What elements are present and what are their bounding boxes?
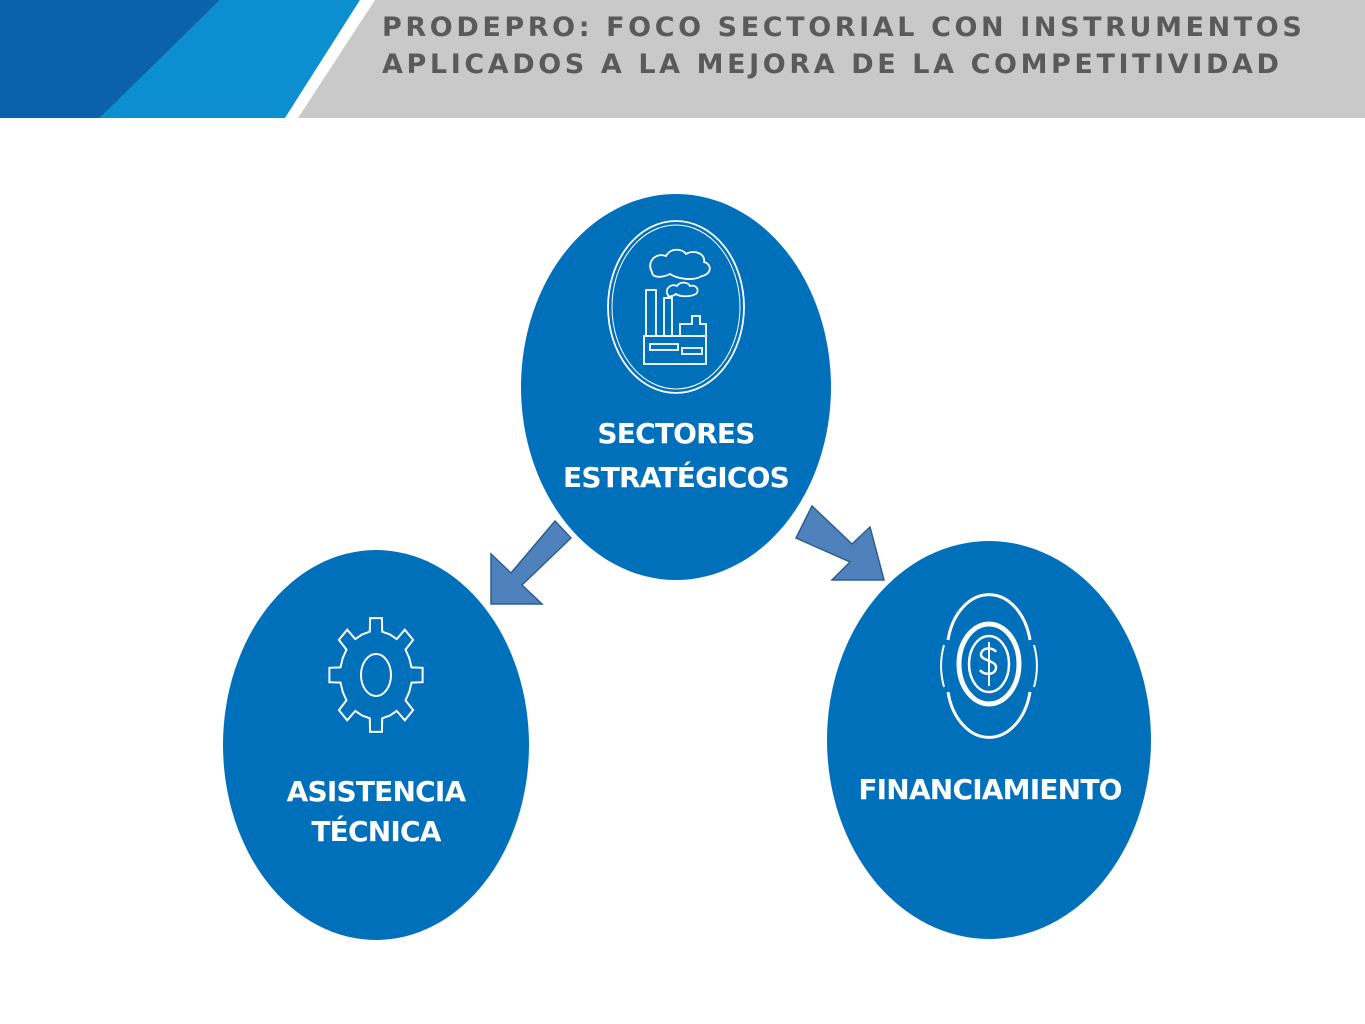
page-title: PRODEPRO: FOCO SECTORIAL CON INSTRUMENTO… — [382, 14, 1352, 88]
factory-icon — [607, 220, 745, 394]
node-sectores-estrategicos — [521, 194, 831, 580]
node-financiamiento — [827, 541, 1151, 939]
node-asistencia-text: ASISTENCIA TÉCNICA — [230, 778, 522, 846]
arrow-to-financiamiento — [794, 504, 885, 581]
dollar-coin-icon — [940, 593, 1038, 739]
header-bar: PRODEPRO: FOCO SECTORIAL CON INSTRUMENTO… — [0, 0, 1365, 118]
node-financiamiento-text: FINANCIAMIENTO — [840, 776, 1140, 804]
instrument-diagram — [223, 194, 1151, 940]
page-title-line-2: APLICADOS A LA MEJORA DE LA COMPETITIVID… — [382, 49, 1283, 80]
node-sectores-line-2: ESTRATÉGICOS — [563, 461, 790, 494]
node-financiamiento-line-1: FINANCIAMIENTO — [858, 773, 1122, 806]
gear-icon — [328, 617, 424, 733]
header-decorative-bands — [0, 0, 375, 118]
page-title-line-1: PRODEPRO: FOCO SECTORIAL CON INSTRUMENTO… — [382, 12, 1306, 43]
node-asistencia-line-1: ASISTENCIA — [286, 775, 467, 808]
header-band-separator — [285, 0, 375, 118]
header-band-light — [100, 0, 360, 118]
node-asistencia-line-2: TÉCNICA — [311, 815, 441, 848]
header-band-dark — [0, 0, 220, 118]
node-asistencia-tecnica — [223, 550, 529, 940]
arrow-to-asistencia — [490, 519, 573, 605]
node-sectores-line-1: SECTORES — [597, 417, 755, 450]
node-sectores-text: SECTORES ESTRATÉGICOS — [526, 420, 826, 492]
